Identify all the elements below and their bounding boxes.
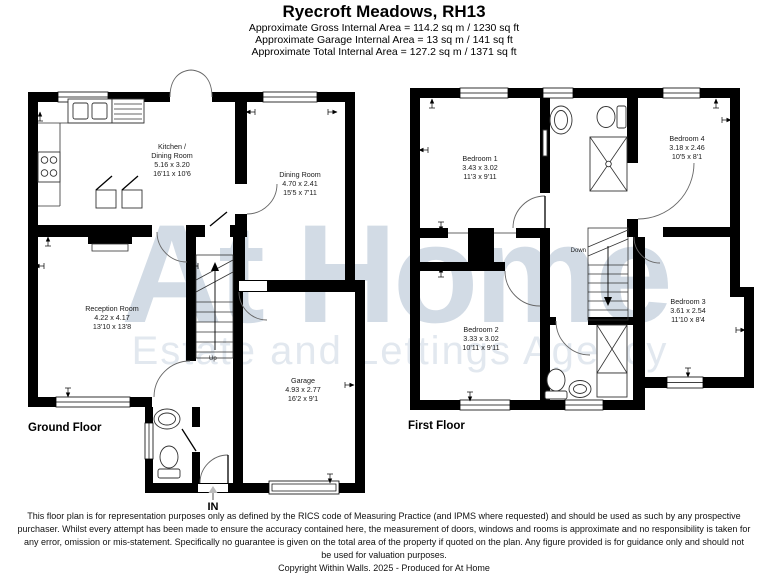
bedroom1-door bbox=[512, 195, 546, 229]
first-floor-doors bbox=[504, 162, 695, 356]
fireplace-hearth bbox=[91, 243, 129, 252]
stove-icon bbox=[37, 151, 61, 183]
shower-icon bbox=[589, 136, 628, 192]
disclaimer-line-2: purchaser. Whilst every attempt has been… bbox=[17, 524, 751, 534]
svg-text:3.33 x 3.02: 3.33 x 3.02 bbox=[463, 334, 499, 343]
first-floor-label: First Floor bbox=[408, 420, 465, 432]
ensuite-basin-icon bbox=[568, 380, 592, 398]
disclaimer-line-3: any error, omission or mis-statement. Sp… bbox=[24, 537, 744, 547]
svg-text:Bedroom 4: Bedroom 4 bbox=[669, 134, 704, 143]
header: Ryecroft Meadows, RH13 Approximate Gross… bbox=[0, 0, 768, 58]
front-door-arc bbox=[199, 454, 229, 484]
bedroom3-door bbox=[633, 236, 661, 264]
reception-hall-door bbox=[153, 360, 191, 398]
entrance-arrow-icon bbox=[208, 486, 218, 500]
ensuite-toilet-icon bbox=[544, 368, 568, 400]
svg-text:Bedroom 1: Bedroom 1 bbox=[462, 154, 497, 163]
bedroom4-door bbox=[637, 162, 695, 220]
kitchen-sink-icon bbox=[67, 98, 145, 124]
disclaimer-line-4: be used for valuation purposes. bbox=[321, 550, 447, 560]
ensuite-shower-icon bbox=[596, 324, 628, 398]
wc-toilet-icon bbox=[157, 445, 181, 479]
french-doors bbox=[169, 69, 213, 98]
reception-room-label: Reception Room 4.22 x 4.17 13'10 x 13'8 bbox=[85, 304, 139, 331]
dining-door bbox=[246, 183, 278, 215]
ground-floor-label: Ground Floor bbox=[28, 422, 102, 434]
svg-text:11'10 x 8'4: 11'10 x 8'4 bbox=[671, 315, 705, 324]
bedroom2-label: Bedroom 2 3.33 x 3.02 10'11 x 9'11 bbox=[462, 325, 499, 352]
dining-room-label: Dining Room 4.70 x 2.41 15'5 x 7'11 bbox=[279, 170, 321, 197]
garage-door bbox=[268, 480, 340, 495]
bedroom3-label: Bedroom 3 3.61 x 2.54 11'10 x 8'4 bbox=[670, 297, 706, 324]
page-title: Ryecroft Meadows, RH13 bbox=[282, 2, 486, 21]
wc-basin-icon bbox=[153, 408, 181, 430]
ground-floor-walls bbox=[28, 92, 365, 493]
svg-text:Reception Room: Reception Room bbox=[85, 304, 139, 313]
svg-text:4.93 x 2.77: 4.93 x 2.77 bbox=[285, 385, 321, 394]
watermark: At Home Estate and Lettings Agency bbox=[121, 195, 673, 373]
svg-text:Dining Room: Dining Room bbox=[279, 170, 321, 179]
gross-area-line: Approximate Gross Internal Area = 114.2 … bbox=[248, 22, 520, 34]
ground-floor-windows bbox=[55, 91, 340, 495]
stairs-down-label: Down bbox=[571, 248, 586, 254]
garage-label: Garage 4.93 x 2.77 16'2 x 9'1 bbox=[285, 376, 321, 403]
bedroom1-label: Bedroom 1 3.43 x 3.02 11'3 x 9'11 bbox=[462, 154, 498, 181]
svg-text:3.61 x 2.54: 3.61 x 2.54 bbox=[670, 306, 706, 315]
svg-text:10'11 x 9'11: 10'11 x 9'11 bbox=[462, 343, 499, 352]
first-floor-windows bbox=[459, 87, 704, 411]
kitchen-hall-door-leaf bbox=[209, 211, 228, 227]
svg-text:3.18 x 2.46: 3.18 x 2.46 bbox=[669, 143, 705, 152]
bedroom2-door bbox=[504, 270, 541, 307]
stairs-down: Down bbox=[571, 227, 629, 321]
shower-room-door bbox=[555, 320, 591, 356]
wc-door-leaf bbox=[181, 428, 197, 452]
svg-text:Garage: Garage bbox=[291, 376, 315, 385]
total-area-line: Approximate Total Internal Area = 127.2 … bbox=[251, 46, 517, 58]
stairs-up-label: Up bbox=[209, 356, 217, 362]
svg-text:Kitchen /: Kitchen / bbox=[158, 142, 186, 151]
svg-text:15'5 x 7'11: 15'5 x 7'11 bbox=[283, 188, 317, 197]
copyright-line: Copyright Within Walls. 2025 - Produced … bbox=[278, 563, 490, 573]
garage-area-line: Approximate Garage Internal Area = 13 sq… bbox=[255, 34, 513, 46]
svg-text:10'5 x 8'1: 10'5 x 8'1 bbox=[672, 152, 702, 161]
svg-text:4.22 x 4.17: 4.22 x 4.17 bbox=[94, 313, 130, 322]
svg-text:4.70 x 2.41: 4.70 x 2.41 bbox=[282, 179, 318, 188]
svg-text:11'3 x 9'11: 11'3 x 9'11 bbox=[463, 172, 496, 181]
ground-floor-doors bbox=[153, 69, 278, 484]
bathroom-basin-icon bbox=[542, 105, 573, 157]
bathroom-toilet-icon bbox=[596, 105, 627, 129]
svg-text:Bedroom 3: Bedroom 3 bbox=[670, 297, 705, 306]
watermark-tagline-text: Estate and Lettings Agency bbox=[132, 329, 669, 373]
svg-text:3.43 x 3.02: 3.43 x 3.02 bbox=[462, 163, 498, 172]
kitchen-reception-door bbox=[156, 231, 188, 263]
disclaimer: This floor plan is for representation pu… bbox=[0, 510, 768, 576]
kitchen-label: Kitchen / Dining Room 5.16 x 3.20 16'11 … bbox=[151, 142, 193, 178]
svg-text:16'2 x 9'1: 16'2 x 9'1 bbox=[288, 394, 318, 403]
bedroom4-label: Bedroom 4 3.18 x 2.46 10'5 x 8'1 bbox=[669, 134, 705, 161]
svg-text:5.16 x 3.20: 5.16 x 3.20 bbox=[154, 160, 190, 169]
ground-floor-plan: Up bbox=[28, 69, 365, 510]
first-floor-walls bbox=[410, 88, 754, 410]
first-floor-plan: Down bbox=[408, 87, 754, 432]
garage-door-arc bbox=[238, 291, 268, 321]
kitchen-appliances bbox=[95, 175, 143, 209]
watermark-brand-text: At Home bbox=[121, 195, 669, 352]
stairs-up: Up bbox=[195, 254, 234, 362]
svg-text:13'10 x 13'8: 13'10 x 13'8 bbox=[93, 322, 131, 331]
svg-text:16'11 x 10'6: 16'11 x 10'6 bbox=[153, 169, 191, 178]
entrance-label: IN bbox=[208, 501, 219, 510]
disclaimer-line-1: This floor plan is for representation pu… bbox=[27, 511, 741, 521]
svg-text:Dining Room: Dining Room bbox=[151, 151, 193, 160]
floor-plan-canvas: At Home Estate and Lettings Agency bbox=[28, 69, 754, 510]
svg-text:Bedroom 2: Bedroom 2 bbox=[463, 325, 498, 334]
